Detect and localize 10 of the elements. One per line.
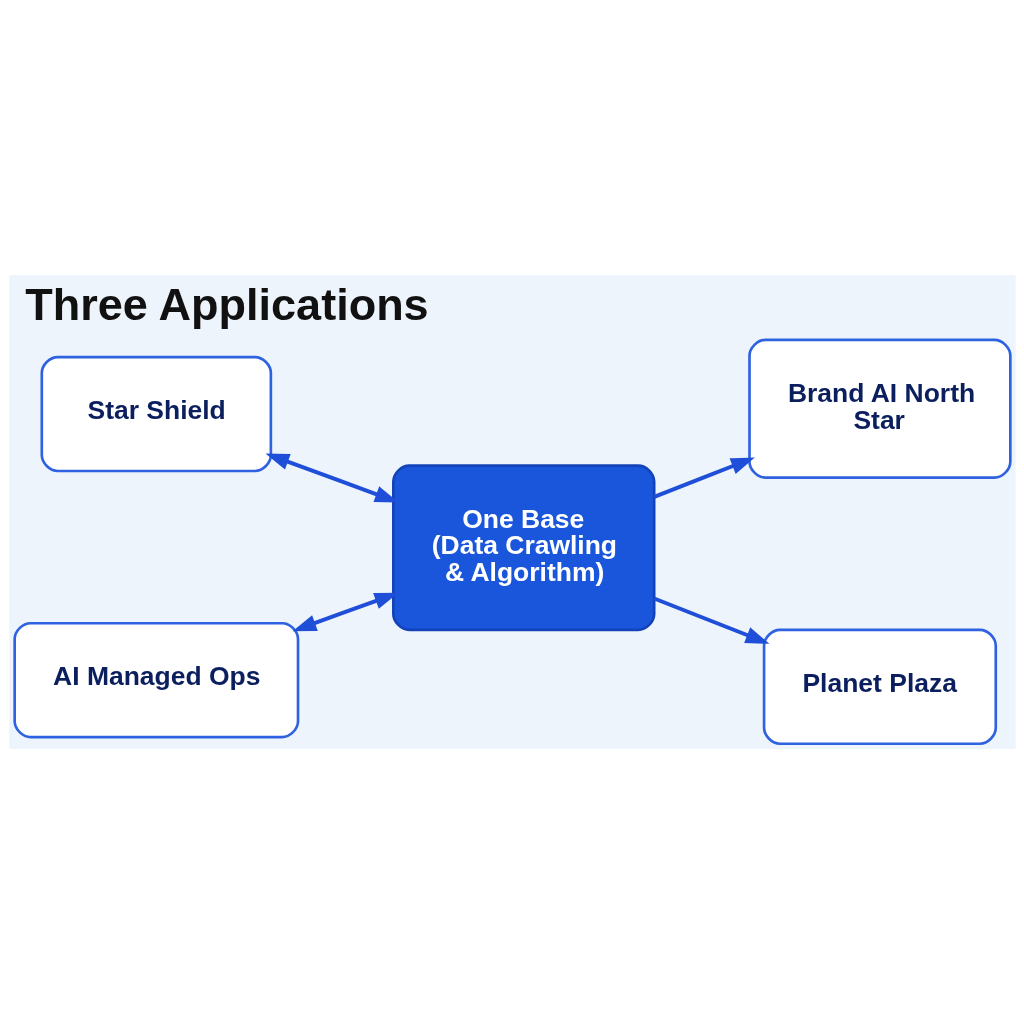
node-box: One Base (Data Crawling & Algorithm) xyxy=(391,464,655,632)
arrow xyxy=(264,453,399,503)
diagram-title: Three Applications xyxy=(24,279,429,331)
arrow xyxy=(652,596,769,644)
node-box: AI Managed Ops xyxy=(12,621,299,739)
arrow xyxy=(292,592,398,632)
arrow xyxy=(653,457,755,499)
node-box: Planet Plaza xyxy=(762,628,997,746)
node-box: Brand AI North Star xyxy=(747,338,1012,479)
node-box: Star Shield xyxy=(40,355,272,473)
